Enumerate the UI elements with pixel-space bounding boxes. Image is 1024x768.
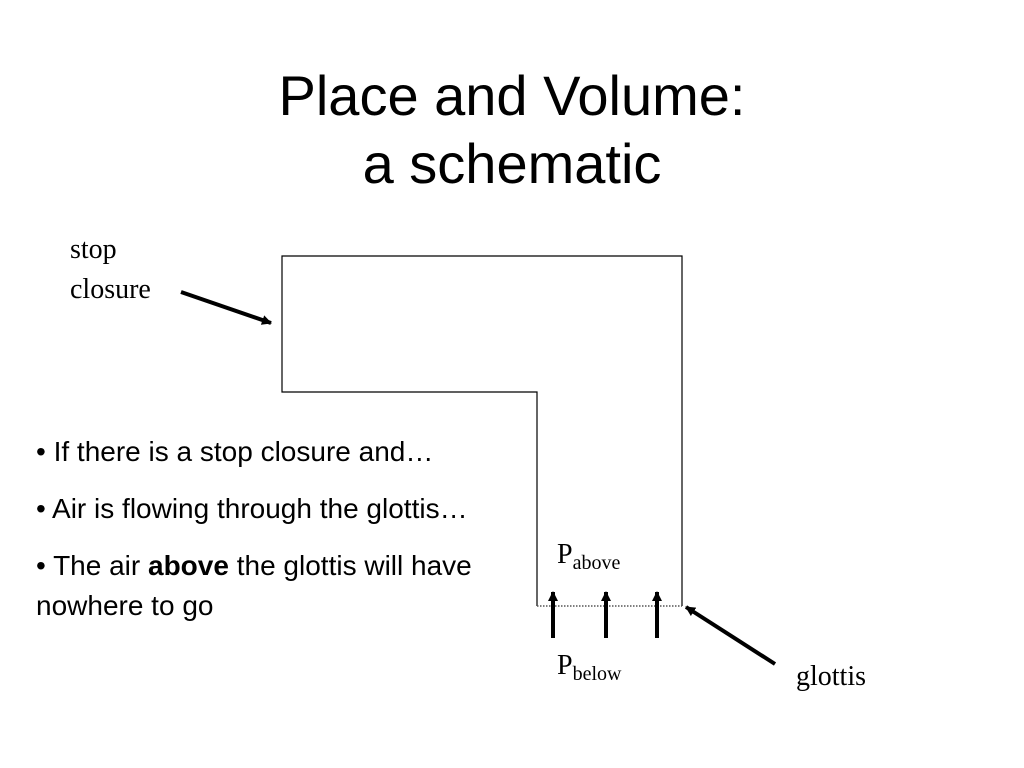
stop-closure-label-line-2: closure (70, 274, 151, 305)
bullet-emphasis: above (148, 550, 229, 581)
p-below-subscript: below (572, 663, 622, 685)
stop-closure-label: stop closure (70, 230, 151, 310)
p-below-label: Pbelow (557, 650, 621, 686)
title-line-2: a schematic (362, 132, 662, 195)
bullet-list: • If there is a stop closure and… • Air … (36, 432, 536, 643)
glottis-label: glottis (796, 661, 867, 692)
bullet-text: • The air (36, 550, 148, 581)
stop-closure-arrow (180, 290, 272, 325)
bullet-text: • Air is flowing through the glottis… (36, 493, 468, 524)
bullet-item: • If there is a stop closure and… (36, 432, 536, 472)
page-title: Place and Volume: a schematic (0, 62, 1024, 198)
bullet-text: • If there is a stop closure and… (36, 436, 434, 467)
stop-closure-label-line-1: stop (70, 234, 117, 265)
p-above-label: Pabove (557, 539, 620, 575)
bullet-text-continued: the glottis will have nowhere to go (36, 550, 472, 621)
p-below-main: P (557, 650, 573, 681)
bullet-item: • Air is flowing through the glottis… (36, 489, 536, 529)
p-above-main: P (557, 539, 573, 570)
glottis-arrow (684, 605, 777, 666)
bullet-item: • The air above the glottis will have no… (36, 546, 536, 626)
p-above-subscript: above (572, 552, 621, 574)
title-line-1: Place and Volume: (278, 64, 746, 127)
vocal-tract-outline (281, 255, 683, 606)
